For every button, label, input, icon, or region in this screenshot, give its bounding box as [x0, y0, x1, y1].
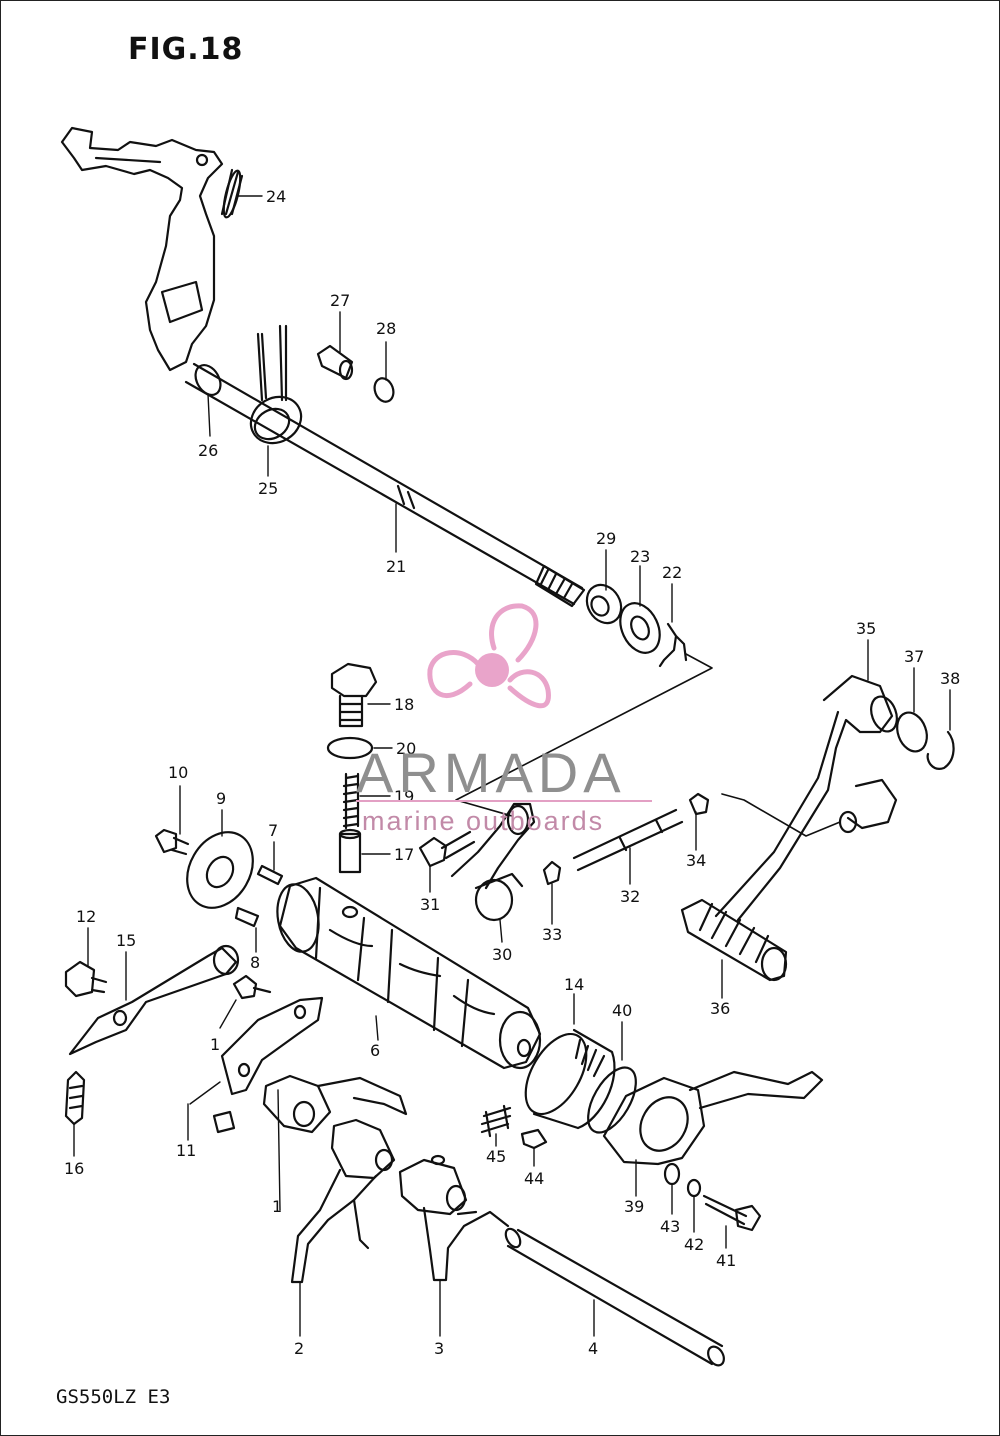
- shift-fork-2: [262, 1074, 408, 1284]
- part-label: 26: [198, 441, 218, 460]
- return-spring-25: [249, 324, 303, 445]
- part-label: 22: [662, 563, 682, 582]
- part-label: 27: [330, 291, 350, 310]
- part-label: 15: [116, 931, 136, 950]
- part-label: 17: [394, 845, 414, 864]
- nut-34: [688, 792, 710, 816]
- part-labels: 24 27 28 26 25 21 29 23 22 35 37 38 18 2…: [64, 187, 960, 1358]
- part-label: 39: [624, 1197, 644, 1216]
- leader-line: [721, 793, 841, 837]
- part-label: 1: [210, 1035, 220, 1054]
- part-label: 20: [396, 739, 416, 758]
- washer-42: [686, 1178, 702, 1198]
- gearshift-spring-24: [220, 168, 244, 219]
- part-label: 2: [294, 1339, 304, 1358]
- bolt-41: [702, 1194, 762, 1232]
- part-label: 14: [564, 975, 584, 994]
- part-label: 37: [904, 647, 924, 666]
- stopper-arm-30: [450, 802, 536, 922]
- pin-small: [212, 1110, 236, 1134]
- stopper-pin-17: [338, 828, 362, 874]
- gasket-20: [326, 736, 374, 760]
- part-label: 32: [620, 887, 640, 906]
- part-label: 28: [376, 319, 396, 338]
- bolt-31: [418, 830, 476, 868]
- bolt-1: [232, 974, 272, 1000]
- tie-rod-32: [572, 808, 684, 872]
- leader-line: [455, 653, 713, 817]
- part-label: 8: [250, 953, 260, 972]
- part-label: 33: [542, 925, 562, 944]
- part-label: 25: [258, 479, 278, 498]
- guide-plate-11: [220, 996, 324, 1096]
- part-label: 16: [64, 1159, 84, 1178]
- pin-44: [520, 1128, 548, 1150]
- washer-28: [373, 377, 395, 403]
- part-label: 35: [856, 619, 876, 638]
- part-label: 34: [686, 851, 706, 870]
- plug-bolt-18: [330, 662, 378, 728]
- washer-43: [663, 1162, 681, 1186]
- figure-title: FIG.18: [128, 32, 244, 67]
- lever-rubber-36: [680, 898, 788, 982]
- part-label: 41: [716, 1251, 736, 1270]
- part-label: 31: [420, 895, 440, 914]
- spring-16: [64, 1070, 86, 1126]
- part-label: 42: [684, 1235, 704, 1254]
- bolt-12: [64, 960, 108, 998]
- part-label: 40: [612, 1001, 632, 1020]
- bolt-27: [316, 344, 354, 381]
- part-label: 44: [524, 1169, 544, 1188]
- pin-8: [234, 906, 260, 928]
- cam-plate-9: [186, 831, 254, 909]
- part-label: 30: [492, 945, 512, 964]
- part-label: 1: [272, 1197, 282, 1216]
- gearshift-shaft: [184, 362, 586, 608]
- part-label: 36: [710, 999, 730, 1018]
- label-leaders: [73, 195, 951, 1337]
- watermark-brand: ARMADA: [356, 741, 626, 804]
- part-label: 11: [176, 1141, 196, 1160]
- gearshift-arm: [60, 126, 224, 372]
- part-label: 10: [168, 763, 188, 782]
- nut-33: [542, 860, 562, 886]
- part-label: 23: [630, 547, 650, 566]
- clip-38: [926, 730, 955, 770]
- part-label: 21: [386, 557, 406, 576]
- part-label: 45: [486, 1147, 506, 1166]
- washer-37: [896, 711, 928, 753]
- shift-fork-3: [398, 1154, 510, 1282]
- spring-45: [480, 1104, 512, 1138]
- o-ring-40: [587, 1066, 637, 1134]
- oil-seal-29: [585, 583, 623, 625]
- pin-7: [256, 864, 284, 886]
- fork-shaft-4: [504, 1227, 725, 1367]
- part-label: 38: [940, 669, 960, 688]
- part-label: 7: [268, 821, 278, 840]
- propeller-icon: [427, 603, 551, 709]
- bearing-14: [524, 1028, 616, 1130]
- part-label: 4: [588, 1339, 598, 1358]
- watermark-divider: [356, 800, 652, 802]
- part-label: 12: [76, 907, 96, 926]
- gearshift-lever: [714, 674, 898, 922]
- part-label: 29: [596, 529, 616, 548]
- part-label: 24: [266, 187, 286, 206]
- stopper-lever-15: [68, 944, 240, 1056]
- bolt-10: [154, 828, 190, 856]
- model-code: GS550LZ E3: [56, 1386, 171, 1408]
- watermark-tagline: marine outboards: [362, 806, 605, 836]
- e-ring-22: [658, 622, 688, 668]
- part-label: 18: [394, 695, 414, 714]
- part-label: 9: [216, 789, 226, 808]
- shift-drum-6: [276, 876, 542, 1070]
- part-label: 3: [434, 1339, 444, 1358]
- part-label: 43: [660, 1217, 680, 1236]
- part-label: 6: [370, 1041, 380, 1060]
- washer-23: [619, 602, 661, 654]
